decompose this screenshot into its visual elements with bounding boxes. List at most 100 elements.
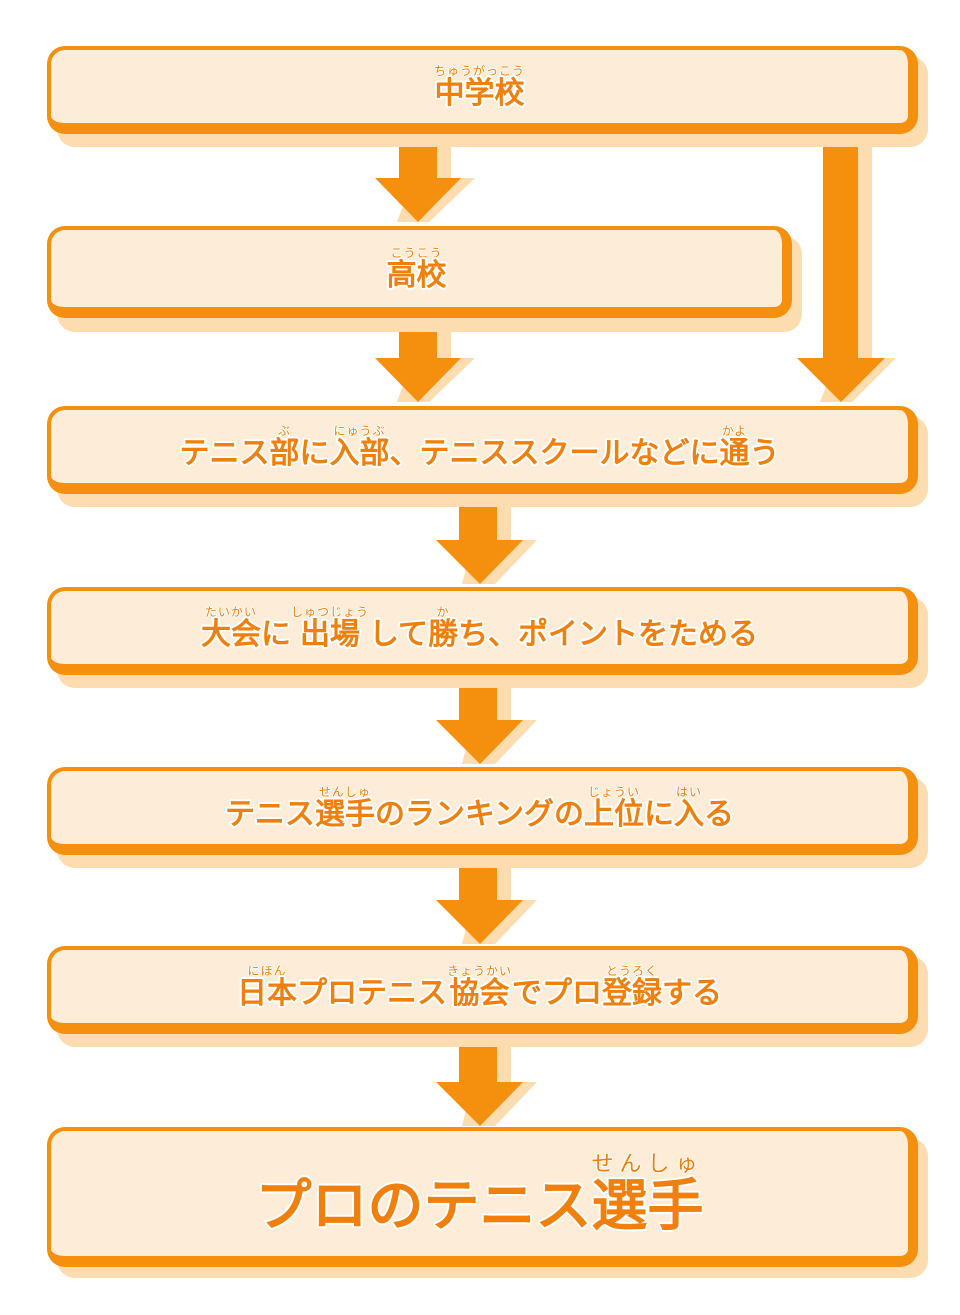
furigana: か [436,605,450,619]
arrow-join-club-to-tournaments [436,496,537,584]
step-label: プロのテニス せんしゅ選手 [255,1152,703,1235]
text-segment: プロのテニス [255,1152,591,1235]
text-segment: こうこう 高校 [387,246,447,291]
step-label: こうこう 高校 [387,246,447,291]
furigana: にほん [247,964,287,978]
text: に [299,436,330,471]
text-segment: はい入 [674,785,704,830]
arrow-body [375,318,461,402]
furigana: しゅつじょう [290,605,369,619]
text-segment: せんしゅ選手 [315,785,375,830]
text: ち、ポイントをためる [458,617,759,652]
text: 、テニススクールなどに [389,436,720,471]
arrow-body [797,135,885,402]
furigana: じょうい [588,785,641,799]
text: テニス [224,797,315,832]
text-segment: して [369,605,428,650]
text: のランキングの [374,797,585,832]
kanji-text: 高校 [386,258,447,293]
furigana: かよ [721,424,748,438]
text: 出場 [299,617,360,652]
furigana: はい [676,785,703,799]
text-segment: 、テニススクールなどに [390,424,720,469]
arrow-body [436,858,523,944]
arrow-high-school-to-join-club [375,318,475,402]
text: 協会 [449,976,510,1011]
step-ranking: テニス せんしゅ選手 のランキングの じょうい上位 に はい入 る [47,767,918,855]
text-segment: に [644,785,674,830]
text: 上位 [584,797,645,832]
step-join-club: テニス ぶ部 に にゅうぶ入部 、テニススクールなどに かよ通 う [47,406,918,494]
text: 選手 [591,1174,704,1239]
text-segment: に [261,605,291,650]
text-segment: たいかい大会 [201,605,261,650]
arrow-junior-high-to-high-school [375,135,475,222]
arrow-body [436,680,523,764]
arrow-tournaments-to-ranking [436,680,537,764]
step-pro-player: プロのテニス せんしゅ選手 [47,1127,918,1267]
arrow-registration-to-pro-player [436,1040,537,1126]
text-segment: テニス [225,785,315,830]
arrow-ranking-to-registration [436,858,537,944]
step-label: テニス せんしゅ選手 のランキングの じょうい上位 に はい入 る [225,785,734,830]
text: 選手 [314,797,375,832]
step-registration: にほん日本 プロテニス きょうかい協会 でプロ とうろく登録 する [47,946,918,1034]
text: 入 [674,797,705,832]
furigana: たいかい [204,605,257,619]
text: 登録 [602,976,662,1011]
text-segment: きょうかい協会 [447,964,512,1009]
text: テニス [179,436,270,471]
text-segment: う [750,424,780,469]
arrow-body [436,496,523,584]
furigana: ちゅうがっこう [433,64,525,78]
text-segment: テニス [180,424,270,469]
step-label: ちゅうがっこう 中学校 [434,64,525,109]
furigana: せんしゅ [591,1152,704,1177]
text: プロのテニス [255,1174,592,1239]
step-tournaments: たいかい大会 に しゅつじょう出場 して か勝 ち、ポイントをためる [47,587,918,675]
step-high-school: こうこう 高校 [47,226,792,318]
text-segment: ちゅうがっこう 中学校 [434,64,525,109]
text: 入部 [329,436,390,471]
text-segment: する [662,964,722,1009]
arrow-body [375,135,461,222]
furigana: にゅうぶ [333,424,386,438]
text: 日本 [236,976,297,1011]
furigana: こうこう [390,246,443,260]
text: でプロ [512,976,602,1011]
step-label: テニス ぶ部 に にゅうぶ入部 、テニススクールなどに かよ通 う [180,424,780,469]
text: に [644,797,675,832]
kanji-text: 中学校 [434,76,525,111]
text: 勝 [428,617,459,652]
text-segment: のランキングの [375,785,584,830]
arrow-junior-high-to-join-club [797,135,896,402]
text: 通 [719,436,750,471]
arrow-body [436,1040,523,1126]
text: る [704,797,735,832]
text: う [749,436,780,471]
text-segment: じょうい上位 [584,785,644,830]
text-segment: にゅうぶ入部 [330,424,390,469]
furigana: ぶ [277,424,291,438]
text-segment: でプロ [512,964,602,1009]
text: する [662,976,722,1011]
furigana: せんしゅ [318,785,371,799]
text-segment: かよ通 [720,424,750,469]
text-segment: しゅつじょう出場 [291,605,369,650]
step-label: にほん日本 プロテニス きょうかい協会 でプロ とうろく登録 する [237,964,722,1009]
text-segment: か勝 [428,605,458,650]
text: 部 [269,436,300,471]
text-segment: ぶ部 [270,424,300,469]
furigana: とうろく [605,964,658,978]
text: 大会 [200,617,261,652]
text-segment: にほん日本 [237,964,297,1009]
text-segment: プロテニス [297,964,447,1009]
step-label: たいかい大会 に しゅつじょう出場 して か勝 ち、ポイントをためる [201,605,758,650]
text-segment: に [300,424,330,469]
text-segment: せんしゅ選手 [591,1152,703,1235]
text-segment: ち、ポイントをためる [458,605,758,650]
step-junior-high: ちゅうがっこう 中学校 [47,46,918,134]
furigana: きょうかい [446,964,512,978]
text: プロテニス [296,976,447,1011]
